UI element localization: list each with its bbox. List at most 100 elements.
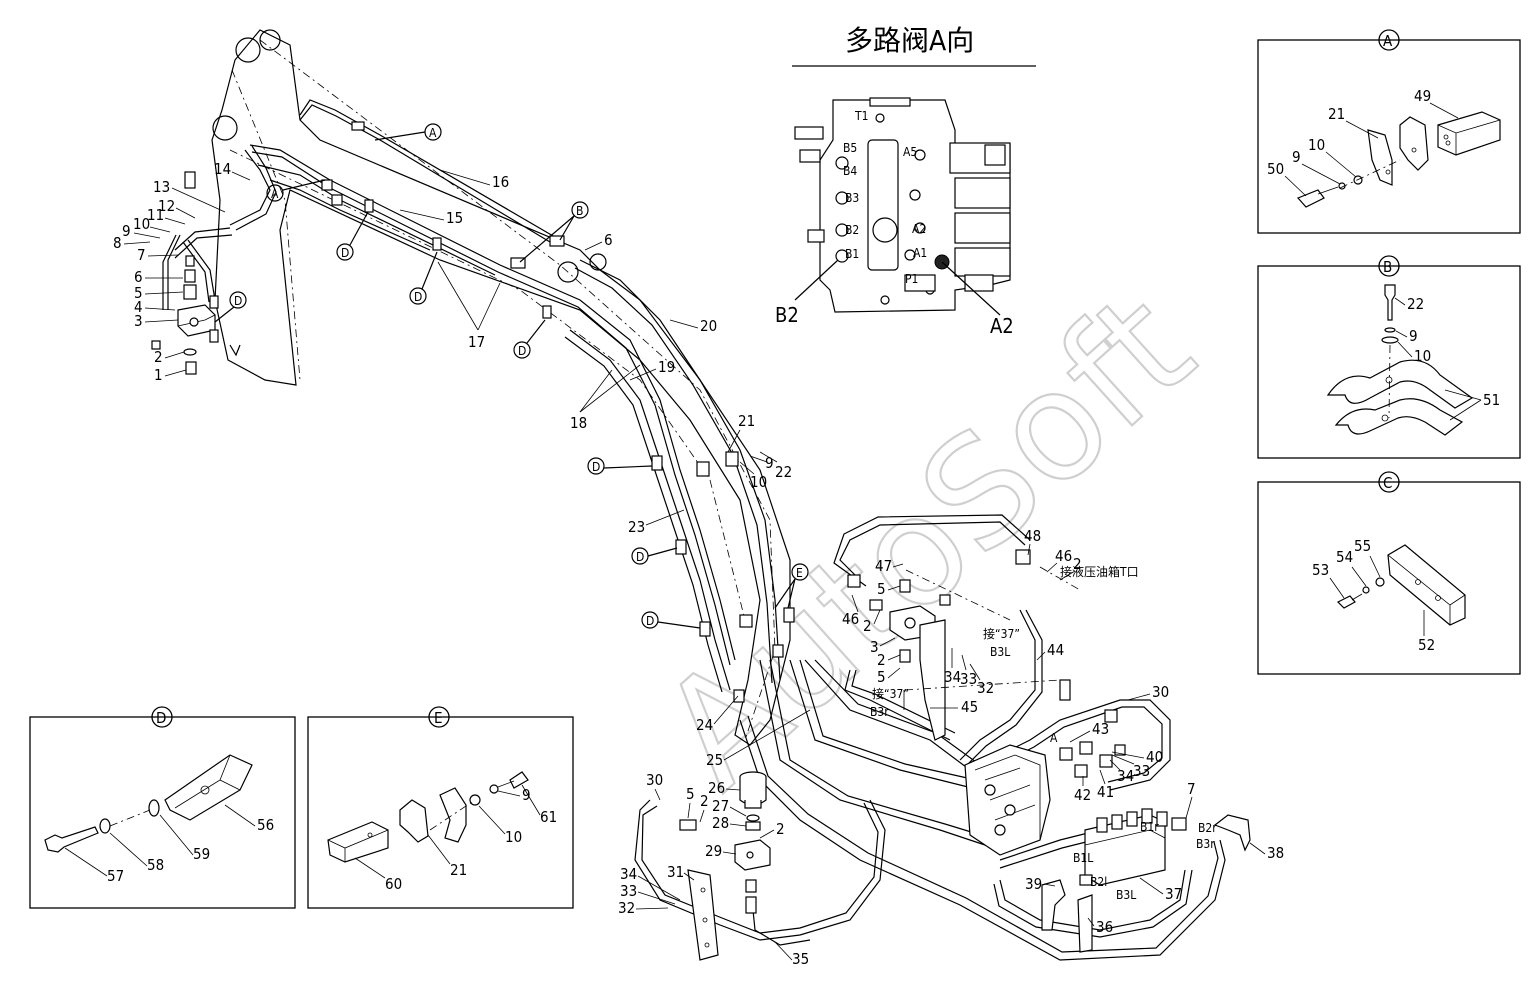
callout-33c: 33 (620, 882, 676, 905)
svg-text:2: 2 (776, 820, 785, 838)
left-valve-block (151, 171, 219, 375)
callout-24: 24 (696, 695, 739, 734)
callout-2d: 2 (877, 651, 901, 669)
callout-27: 27 (712, 797, 747, 817)
svg-text:55: 55 (1354, 537, 1371, 555)
svg-text:21: 21 (450, 861, 467, 879)
svg-text:32: 32 (618, 899, 635, 917)
detail-e-callout-60: 60 (354, 857, 402, 893)
callout-47: 47 (875, 557, 904, 575)
svg-text:26: 26 (708, 779, 725, 797)
svg-text:E: E (796, 566, 803, 580)
svg-text:34: 34 (1117, 767, 1134, 785)
svg-text:18: 18 (570, 414, 587, 432)
callout-43: 43 (1069, 720, 1109, 743)
detail-a-callout-10: 10 (1308, 136, 1357, 178)
valve-port-b4: B4 (843, 164, 857, 178)
svg-text:27: 27 (712, 797, 729, 815)
marker-a-2: A (266, 179, 326, 202)
valve-port-a5: A5 (903, 145, 917, 159)
marker-d-4: D (513, 319, 546, 359)
svg-text:8: 8 (113, 234, 122, 252)
tag-b3l2: B3L (1116, 888, 1136, 902)
svg-text:15: 15 (446, 209, 463, 227)
svg-text:32: 32 (977, 679, 994, 697)
callout-3a: 3 (134, 312, 179, 330)
svg-text:5: 5 (877, 580, 886, 598)
callout-2e: 2 (759, 820, 785, 839)
callout-12: 12 (158, 197, 196, 219)
marker-e: E (774, 563, 809, 609)
svg-text:D: D (341, 246, 349, 260)
svg-text:36: 36 (1096, 918, 1113, 936)
callout-16: 16 (439, 169, 509, 191)
svg-text:40: 40 (1146, 748, 1163, 766)
svg-text:10: 10 (1308, 136, 1325, 154)
detail-c-callout-53: 53 (1312, 561, 1345, 599)
callout-25: 25 (706, 709, 811, 769)
svg-text:43: 43 (1092, 720, 1109, 738)
svg-text:56: 56 (257, 816, 274, 834)
detail-c-callout-55: 55 (1354, 537, 1381, 578)
svg-text:57: 57 (107, 867, 124, 885)
callout-26: 26 (708, 779, 741, 797)
detail-b-callout-9: 9 (1395, 327, 1418, 345)
svg-text:17: 17 (468, 333, 485, 351)
svg-text:2: 2 (154, 348, 163, 366)
svg-text:34: 34 (620, 865, 637, 883)
svg-text:D: D (646, 614, 654, 628)
callout-13: 13 (153, 178, 226, 213)
svg-text:2: 2 (700, 792, 709, 810)
callout-38: 38 (1249, 842, 1284, 862)
svg-text:24: 24 (696, 716, 713, 734)
callout-45: 45 (930, 698, 978, 716)
valve-port-b2: B2 (845, 223, 859, 237)
svg-text:30: 30 (646, 771, 663, 789)
detail-box-a: A 49 21 10 9 50 (1257, 29, 1521, 234)
callout-20: 20 (669, 317, 717, 335)
tag-b3l: B3L (990, 645, 1010, 659)
detail-a-callout-49: 49 (1414, 87, 1459, 119)
callout-31: 31 (667, 863, 695, 881)
svg-text:42: 42 (1074, 786, 1091, 804)
svg-text:47: 47 (875, 557, 892, 575)
detail-a-callout-50: 50 (1267, 160, 1307, 197)
valve-port-a2: A2 (912, 222, 926, 236)
svg-text:21: 21 (738, 412, 755, 430)
callout-2a: 2 (154, 348, 185, 366)
callout-23: 23 (628, 509, 685, 536)
svg-text:46: 46 (842, 610, 859, 628)
callout-30a: 30 (1127, 683, 1169, 701)
svg-text:22: 22 (1407, 295, 1424, 313)
svg-text:13: 13 (153, 178, 170, 196)
callout-44: 44 (1036, 641, 1064, 661)
center-pump (847, 549, 1081, 741)
detail-e-callout-21: 21 (427, 834, 467, 879)
svg-text:4: 4 (134, 298, 143, 316)
callout-10: 10 (133, 215, 171, 233)
detail-b-callout-22: 22 (1394, 295, 1424, 313)
svg-text:D: D (414, 290, 422, 304)
callout-40: 40 (1111, 748, 1163, 766)
svg-text:9: 9 (522, 786, 531, 804)
svg-text:7: 7 (1187, 780, 1196, 798)
callout-14: 14 (214, 160, 251, 181)
svg-text:31: 31 (667, 863, 684, 881)
main-control-valve (964, 709, 1126, 856)
svg-text:30: 30 (1152, 683, 1169, 701)
callout-7b: 7 (1185, 780, 1196, 819)
callout-48: 48 (1024, 527, 1041, 556)
valve-port-a1: A1 (913, 246, 927, 260)
svg-text:53: 53 (1312, 561, 1329, 579)
callout-5a: 5 (134, 284, 184, 302)
pilot-valve-37 (1041, 808, 1251, 953)
svg-text:5: 5 (134, 284, 143, 302)
svg-text:10: 10 (750, 473, 767, 491)
detail-box-b: B 22 9 10 51 (1257, 255, 1521, 459)
callout-5d: 5 (686, 785, 695, 819)
svg-text:D: D (234, 294, 242, 308)
callout-29: 29 (705, 842, 737, 860)
svg-text:28: 28 (712, 814, 729, 832)
svg-text:5: 5 (877, 668, 886, 686)
